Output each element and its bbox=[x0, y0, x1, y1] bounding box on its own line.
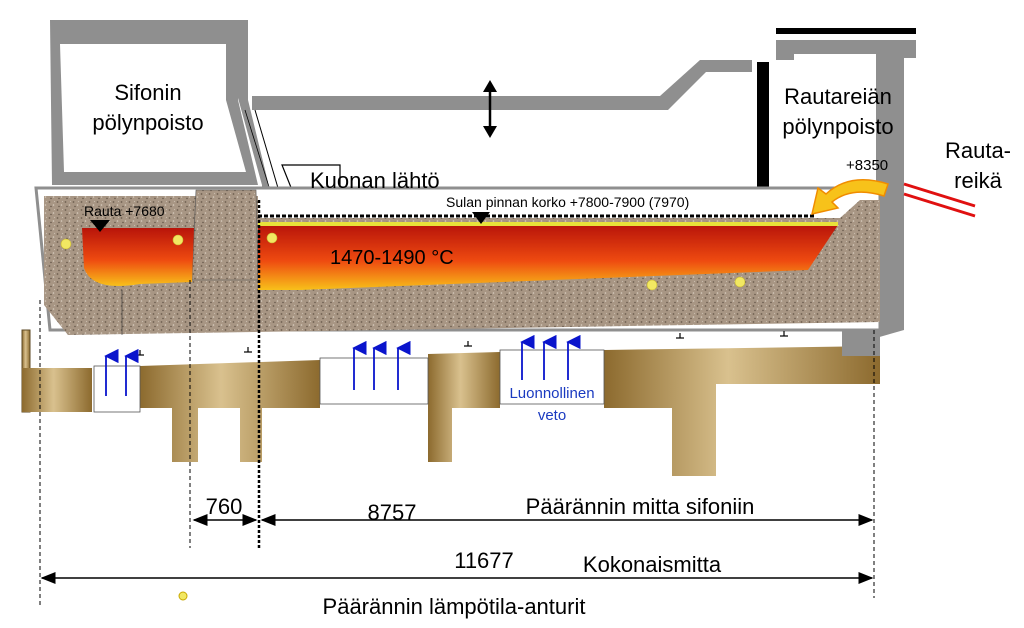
legend-sensors-label: Päärännin lämpötila-anturit bbox=[323, 594, 586, 619]
siphon-wall bbox=[191, 189, 259, 281]
temperature-sensors bbox=[60, 232, 746, 291]
melt-pool-main bbox=[258, 222, 838, 290]
dim-11677-label: 11677 bbox=[454, 548, 514, 573]
melt-level-marker bbox=[472, 212, 490, 224]
dim-760-label: 760 bbox=[206, 494, 243, 519]
iron-pool bbox=[82, 228, 194, 286]
melt-level-label: Sulan pinnan korko +7800-7900 (7970) bbox=[446, 194, 689, 210]
temperature-label: 1470-1490 °C bbox=[330, 247, 454, 269]
iron-level-marker bbox=[90, 220, 110, 232]
dim-8757-label: 8757 bbox=[368, 500, 417, 525]
support-marks bbox=[136, 331, 788, 356]
dim-total-label: Kokonaismitta bbox=[583, 552, 722, 577]
dimension-guides bbox=[39, 280, 875, 605]
taphole-elevation-label: +8350 bbox=[846, 157, 888, 174]
taphole-label-1: Rauta- bbox=[945, 138, 1011, 163]
taphole-label-2: reikä bbox=[954, 168, 1002, 193]
natural-draft-label-2: veto bbox=[538, 407, 566, 424]
siphon-dust-hood bbox=[50, 20, 268, 195]
taphole-dust-label-1: Rautareiän bbox=[784, 84, 892, 109]
siphon-dust-label-2: pölynpoisto bbox=[92, 110, 203, 135]
dim-main-to-siphon-label: Päärännin mitta sifoniin bbox=[526, 494, 755, 519]
center-hood bbox=[244, 60, 752, 191]
tapping-flow-arrow bbox=[810, 179, 889, 216]
iron-level-label: Rauta +7680 bbox=[84, 203, 165, 219]
legend-sensor-dot bbox=[178, 591, 188, 601]
natural-draft-arrows bbox=[104, 334, 581, 396]
siphon-dust-label-1: Sifonin bbox=[114, 80, 181, 105]
taphole-dust-label-2: pölynpoisto bbox=[782, 114, 893, 139]
vertical-movement-arrow bbox=[483, 80, 497, 138]
foundation bbox=[21, 329, 880, 476]
taphole-pipe bbox=[903, 182, 976, 218]
natural-draft-label-1: Luonnollinen bbox=[509, 385, 594, 402]
slag-exit-label: Kuonan lähtö bbox=[310, 168, 440, 193]
